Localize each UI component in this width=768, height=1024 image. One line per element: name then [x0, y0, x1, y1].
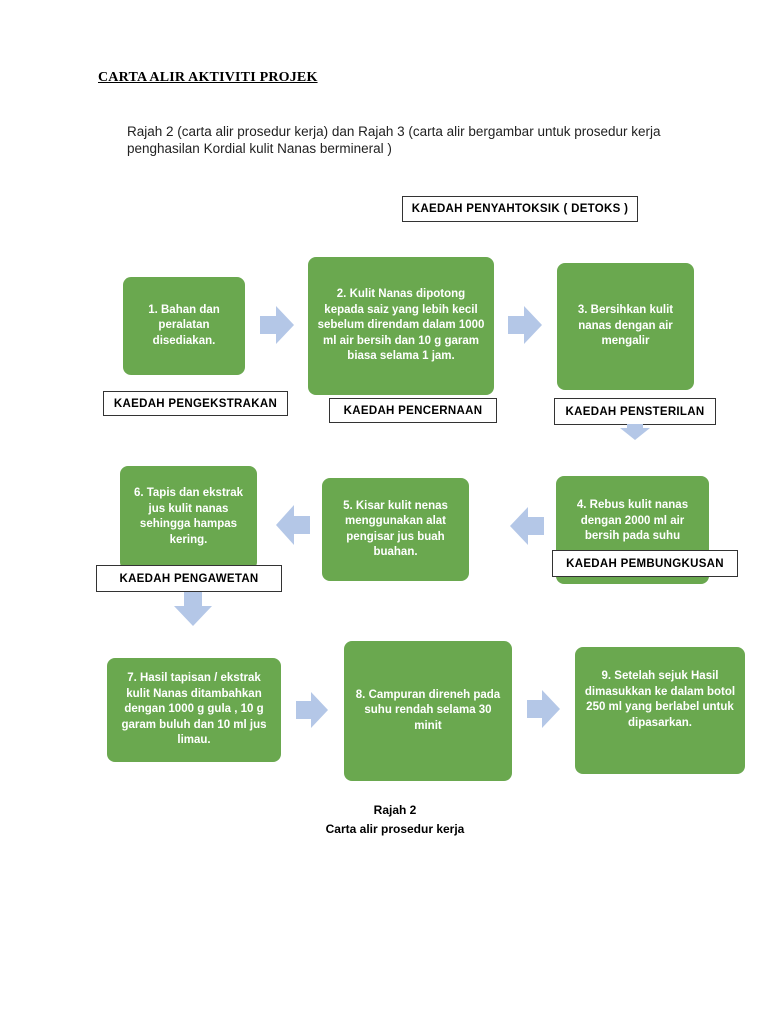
arrow-down-3-4	[620, 424, 650, 440]
label-pensterilan: KAEDAH PENSTERILAN	[554, 398, 716, 425]
figure-caption: Carta alir prosedur kerja	[325, 822, 465, 836]
label-pembungkusan: KAEDAH PEMBUNGKUSAN	[552, 550, 738, 577]
step-6-box: 6. Tapis dan ekstrak jus kulit nanas seh…	[120, 466, 257, 570]
arrow-right-8-9	[527, 690, 560, 728]
step-2-box: 2. Kulit Nanas dipotong kepada saiz yang…	[308, 257, 494, 395]
label-pengekstrakan: KAEDAH PENGEKSTRAKAN	[103, 391, 288, 416]
step-6-text: 6. Tapis dan ekstrak jus kulit nanas seh…	[133, 487, 244, 546]
step-7-text: 7. Hasil tapisan / ekstrak kulit Nanas d…	[121, 672, 267, 747]
intro-text: Rajah 2 (carta alir prosedur kerja) dan …	[127, 124, 661, 156]
label-pengawetan: KAEDAH PENGAWETAN	[96, 565, 282, 592]
label-detoks: KAEDAH PENYAHTOKSIK ( DETOKS )	[402, 196, 638, 222]
arrow-left-5-6	[276, 505, 310, 545]
step-5-box: 5. Kisar kulit nenas menggunakan alat pe…	[322, 478, 469, 581]
step-8-box: 8. Campuran direneh pada suhu rendah sel…	[344, 641, 512, 781]
step-3-text: 3. Bersihkan kulit nanas dengan air meng…	[577, 304, 674, 348]
step-1-text: 1. Bahan dan peralatan disediakan.	[148, 303, 220, 347]
step-9-text: 9. Setelah sejuk Hasil dimasukkan ke dal…	[584, 670, 736, 729]
step-1-box: 1. Bahan dan peralatan disediakan.	[123, 277, 245, 375]
step-2-text: 2. Kulit Nanas dipotong kepada saiz yang…	[317, 288, 485, 363]
step-5-text: 5. Kisar kulit nenas menggunakan alat pe…	[343, 499, 448, 559]
arrow-left-4-5	[510, 507, 544, 545]
step-8-text: 8. Campuran direneh pada suhu rendah sel…	[355, 688, 501, 732]
figure-number: Rajah 2	[373, 803, 417, 817]
arrow-down-6-7	[174, 592, 212, 626]
step-9-box: 9. Setelah sejuk Hasil dimasukkan ke dal…	[575, 647, 745, 774]
arrow-right-2-3	[508, 306, 542, 344]
page-title: CARTA ALIR AKTIVITI PROJEK	[98, 70, 318, 85]
step-3-box: 3. Bersihkan kulit nanas dengan air meng…	[557, 263, 694, 390]
step-7-box: 7. Hasil tapisan / ekstrak kulit Nanas d…	[107, 658, 281, 762]
step-4-text: 4. Rebus kulit nanas dengan 2000 ml air …	[576, 499, 689, 542]
arrow-right-7-8	[296, 692, 328, 728]
arrow-right-1-2	[260, 306, 294, 344]
label-pencernaan: KAEDAH PENCERNAAN	[329, 398, 497, 423]
